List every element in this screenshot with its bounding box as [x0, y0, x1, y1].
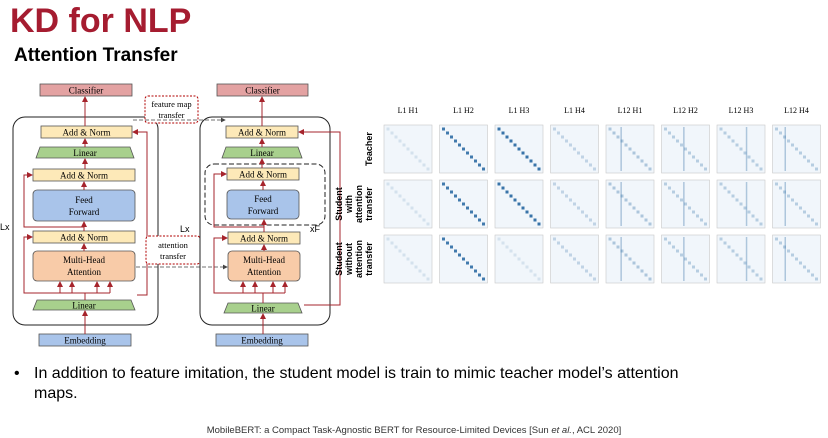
attention-heatmap	[494, 179, 544, 229]
bullet-line-1: In addition to feature imitation, the st…	[34, 365, 679, 382]
bullet-marker: •	[14, 365, 20, 382]
student-embedding-label: Embedding	[241, 336, 283, 346]
citation-pre: MobileBERT: a Compact Task-Agnostic BERT…	[206, 425, 552, 436]
attention-heatmap	[605, 234, 655, 284]
teacher-add-norm-mha-label: Add & Norm	[60, 233, 108, 243]
feature-map-transfer-box	[144, 95, 199, 124]
student-feed-label: Feed	[254, 194, 272, 204]
citation-post: , ACL 2020]	[571, 425, 622, 436]
attention-transfer-line2: transfer	[160, 251, 186, 261]
heatmap-row-label: transfer	[364, 242, 374, 276]
teacher-linear-bottom-label: Linear	[72, 301, 95, 311]
citation-etal: et al.	[551, 425, 572, 436]
attention-heatmap	[661, 234, 710, 284]
student-attention-label: Attention	[247, 267, 281, 277]
student-ff-container	[204, 163, 326, 226]
attention-heatmap	[605, 124, 655, 174]
teacher-add-norm-top-label: Add & Norm	[63, 128, 111, 138]
teacher-embedding-label: Embedding	[64, 336, 106, 346]
teacher-forward-label: Forward	[69, 207, 100, 217]
student-arrows	[213, 96, 341, 334]
attention-heatmap-grid: L1 H1 L1 H2 L1 H3 L1 H4 L12 H1 L12 H2 L12 H3 L1…	[334, 106, 821, 284]
heatmap-row-label: attention	[354, 240, 364, 278]
attention-heatmap	[716, 234, 766, 284]
attention-heatmap	[383, 124, 433, 174]
student-embedding-block	[215, 333, 309, 347]
bullet-line-2: maps.	[34, 385, 78, 402]
attention-heatmap	[550, 179, 599, 229]
student-add-norm-top-label: Add & Norm	[238, 128, 286, 138]
student-add-norm-mha-label: Add & Norm	[240, 234, 288, 244]
student-repeat-label: Lx	[180, 224, 190, 234]
teacher-linear-bottom	[32, 299, 136, 311]
teacher-model: Lx Classifier Add & Norm Linear Add & No…	[0, 83, 159, 347]
feature-map-transfer: feature map transfer	[133, 95, 226, 124]
student-linear-bottom	[223, 302, 303, 314]
teacher-linear-top-label: Linear	[73, 148, 96, 158]
attention-heatmap	[716, 179, 766, 229]
heatmap-column-label: L12 H2	[673, 106, 698, 115]
slide-title: KD for NLP	[10, 2, 192, 40]
attention-heatmap	[772, 234, 821, 284]
student-linear-top	[221, 146, 303, 159]
attention-heatmap	[772, 179, 821, 229]
bullet-text: In addition to feature imitation, the st…	[34, 364, 794, 404]
teacher-feed-label: Feed	[75, 195, 93, 205]
student-ff-repeat-label: xF	[310, 224, 321, 234]
teacher-multi-head-label: Multi-Head	[63, 255, 105, 265]
student-layer-container	[199, 116, 331, 326]
attention-heatmap	[661, 179, 710, 229]
heatmap-column-label: L12 H4	[784, 106, 809, 115]
attention-heatmap	[439, 179, 488, 229]
teacher-add-norm-ff-label: Add & Norm	[60, 171, 108, 181]
citation-footer: MobileBERT: a Compact Task-Agnostic BERT…	[0, 425, 828, 436]
heatmap-column-label: L1 H3	[509, 106, 530, 115]
attention-transfer-line1: attention	[158, 240, 188, 250]
heatmap-row-label: transfer	[364, 187, 374, 221]
teacher-repeat-label: Lx	[0, 222, 10, 232]
attention-heatmap	[605, 179, 655, 229]
student-multi-head-label: Multi-Head	[243, 255, 285, 265]
heatmap-column-label: L1 H4	[564, 106, 585, 115]
heatmap-row-label: Teacher	[364, 132, 374, 166]
teacher-arrows	[23, 96, 148, 334]
attention-heatmap	[772, 124, 821, 174]
heatmap-row-label: attention	[354, 185, 364, 223]
attention-heatmap	[550, 234, 599, 284]
heatmap-row-label: Student	[334, 187, 344, 221]
student-model: Lx xF Classifier Add & Norm Linear Add &…	[180, 83, 341, 347]
heatmap-row-label: with	[344, 195, 354, 214]
teacher-classifier-label: Classifier	[69, 86, 104, 96]
heatmap-column-label: L1 H1	[398, 106, 419, 115]
slide-subtitle: Attention Transfer	[14, 45, 178, 66]
attention-heatmap	[550, 124, 599, 174]
attention-heatmap	[383, 179, 433, 229]
heatmap-row-label: without	[344, 243, 354, 276]
feature-map-transfer-line2: transfer	[159, 110, 185, 120]
attention-heatmap	[383, 234, 433, 284]
architecture-diagram: Lx Classifier Add & Norm Linear Add & No…	[0, 83, 821, 347]
heatmap-column-label: L12 H1	[618, 106, 643, 115]
student-classifier-label: Classifier	[245, 86, 280, 96]
attention-heatmap	[716, 124, 766, 174]
student-add-norm-ff-label: Add & Norm	[239, 170, 287, 180]
attention-heatmap	[439, 124, 488, 174]
feature-map-transfer-line1: feature map	[151, 99, 191, 109]
student-linear-bottom-label: Linear	[251, 304, 274, 314]
teacher-attention-label: Attention	[67, 267, 101, 277]
teacher-linear-top	[35, 146, 135, 159]
attention-heatmap	[494, 124, 544, 174]
student-forward-label: Forward	[248, 206, 279, 216]
attention-transfer: attention transfer	[136, 235, 228, 270]
attention-heatmap	[494, 234, 544, 284]
student-linear-top-label: Linear	[250, 148, 273, 158]
heatmap-row-label: Student	[334, 242, 344, 276]
heatmap-column-label: L12 H3	[729, 106, 754, 115]
attention-heatmap	[661, 124, 710, 174]
heatmap-column-label: L1 H2	[453, 106, 474, 115]
attention-heatmap	[439, 234, 488, 284]
